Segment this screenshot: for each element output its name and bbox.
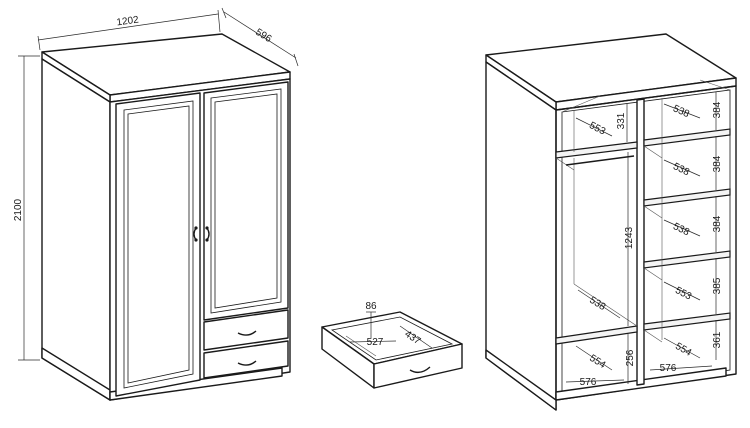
dim-right-shelf3-depth: 538 <box>671 221 691 238</box>
drawer-height-dimension: 86 <box>365 301 377 338</box>
open-wardrobe: 553 331 1243 538 554 256 576 538 384 538… <box>485 33 737 411</box>
open-wardrobe-front <box>555 85 737 401</box>
right-shelf-2 <box>643 188 731 207</box>
lower-drawer-front[interactable] <box>203 340 289 379</box>
drawer-width-dimension: 527 <box>349 337 397 348</box>
left-bottom-shelf <box>555 325 638 345</box>
drawer-detail: 86 527 437 <box>321 301 463 389</box>
depth-label: 596 <box>253 27 273 45</box>
drawer-height-label: 86 <box>365 301 377 312</box>
dim-top-left-height: 331 <box>616 112 627 129</box>
dim-bottom-left-height: 256 <box>625 349 636 366</box>
left-door[interactable] <box>115 92 201 397</box>
right-shelf-4 <box>643 312 731 331</box>
dim-right-bottom-height: 361 <box>712 331 723 348</box>
height-label: 2100 <box>13 198 24 221</box>
dim-right-shelf1-height: 384 <box>712 101 723 118</box>
dim-bottom-left-width: 576 <box>580 377 597 388</box>
hanging-rail <box>565 155 635 166</box>
width-dimension: 1202 <box>37 9 221 51</box>
dim-right-shelf4-depth: 553 <box>673 285 693 303</box>
dim-hanging-depth: 538 <box>587 295 607 313</box>
dim-top-left-depth: 553 <box>587 120 607 138</box>
dim-right-bottom-depth: 554 <box>673 341 693 359</box>
dim-right-shelf2-depth: 538 <box>671 161 691 178</box>
width-label: 1202 <box>116 14 140 28</box>
lower-drawer-handle[interactable] <box>237 360 257 366</box>
center-divider <box>636 98 645 386</box>
wardrobe-side <box>41 58 111 401</box>
dim-right-shelf3-height: 384 <box>712 215 723 232</box>
drawer-front-panel[interactable] <box>373 343 463 389</box>
drawer-width-label: 527 <box>367 337 384 348</box>
upper-drawer-front[interactable] <box>203 309 289 351</box>
dim-right-shelf4-height: 385 <box>712 277 723 294</box>
right-shelf-1 <box>643 128 731 147</box>
dim-bottom-left-depth: 554 <box>587 353 607 371</box>
dim-hanging-height: 1243 <box>624 226 635 249</box>
dim-right-bottom-width: 576 <box>660 363 677 374</box>
height-dimension: 2100 <box>13 55 40 361</box>
right-shelf-3 <box>643 250 731 269</box>
right-door[interactable] <box>203 81 289 321</box>
wardrobe-plinth <box>109 367 283 401</box>
left-top-shelf <box>555 141 638 159</box>
upper-drawer-handle[interactable] <box>237 330 257 336</box>
drawer-handle[interactable] <box>409 366 431 374</box>
closed-wardrobe: 1202 596 2100 <box>13 7 299 401</box>
dim-right-shelf1-depth: 538 <box>671 103 691 120</box>
dim-right-shelf2-height: 384 <box>712 155 723 172</box>
